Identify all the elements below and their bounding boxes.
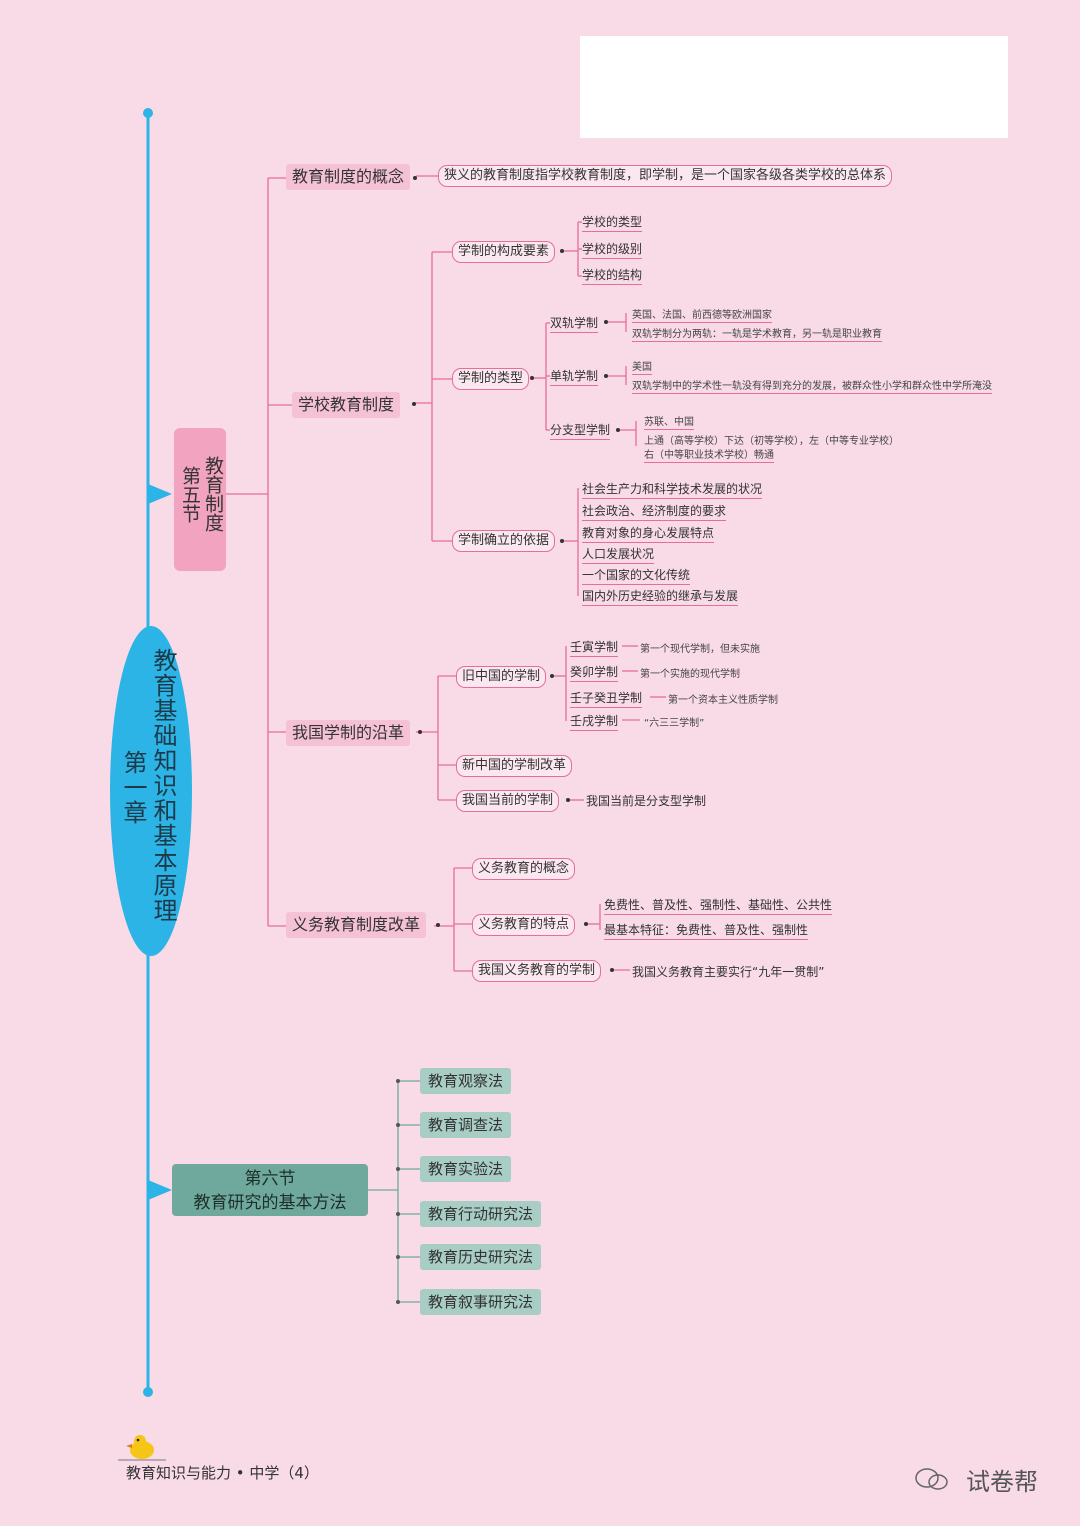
method-item: 教育实验法 <box>420 1156 512 1182</box>
compulsory-system-node: 我国义务教育的学制 <box>472 960 602 982</box>
single-track-node: 单轨学制 <box>550 367 599 386</box>
basis-item: 社会政治、经济制度的要求 <box>582 502 727 521</box>
elements-node: 学制的构成要素 <box>452 241 556 263</box>
blank-panel <box>580 36 1008 138</box>
old-system-name: 壬子癸丑学制 <box>570 689 643 708</box>
footer-text: 教育知识与能力 • 中学（4） <box>126 1464 319 1482</box>
current-system-desc: 我国当前是分支型学制 <box>586 794 707 808</box>
basis-item: 一个国家的文化传统 <box>582 566 691 585</box>
chapter-number: 第一章 <box>119 750 147 825</box>
watermark-text: 试卷帮 <box>966 1468 1038 1496</box>
types-node: 学制的类型 <box>452 368 530 390</box>
chapter-title: 教育基础知识和基本原理 <box>149 648 177 923</box>
school-system-node: 学校教育制度 <box>292 392 401 418</box>
old-system-name: 壬戌学制 <box>570 712 619 731</box>
method-item: 教育行动研究法 <box>420 1201 542 1227</box>
branch-type-item: 苏联、中国 <box>644 413 694 430</box>
feature-item: 最基本特征：免费性、普及性、强制性 <box>604 921 809 940</box>
current-system-node: 我国当前的学制 <box>456 790 560 812</box>
compulsory-concept-node: 义务教育的概念 <box>472 858 576 880</box>
section5-number: 第五节 <box>179 466 201 523</box>
basis-item: 教育对象的身心发展特点 <box>582 524 715 543</box>
section6-title: 教育研究的基本方法 <box>193 1193 347 1213</box>
element-item: 学校的类型 <box>582 213 643 232</box>
old-system-desc: 第一个现代学制，但未实施 <box>640 644 760 655</box>
new-china-node: 新中国的学制改革 <box>456 755 573 777</box>
dual-track-node: 双轨学制 <box>550 314 599 333</box>
basis-item: 国内外历史经验的继承与发展 <box>582 587 739 606</box>
branch-type-item: 上通（高等学校）下达（初等学校），左（中等专业学校） <box>644 436 899 447</box>
element-item: 学校的结构 <box>582 266 643 285</box>
dual-track-item: 英国、法国、前西德等欧洲国家 <box>632 306 772 323</box>
evolution-node: 我国学制的沿革 <box>286 720 411 746</box>
old-system-desc: 第一个实施的现代学制 <box>640 669 740 680</box>
concept-definition: 狭义的教育制度指学校教育制度，即学制，是一个国家各级各类学校的总体系 <box>438 165 893 187</box>
wechat-icon <box>915 1468 948 1490</box>
basis-node: 学制确立的依据 <box>452 530 556 552</box>
compulsory-system-desc: 我国义务教育主要实行“九年一贯制” <box>632 965 825 979</box>
method-item: 教育调查法 <box>420 1112 512 1138</box>
duck-logo-icon <box>118 1435 166 1461</box>
section5-title: 教育制度 <box>202 456 224 532</box>
concept-node: 教育制度的概念 <box>286 164 411 190</box>
single-track-item: 美国 <box>632 358 652 375</box>
basis-item: 社会生产力和科学技术发展的状况 <box>582 480 763 499</box>
single-track-item: 双轨学制中的学术性一轨没有得到充分的发展，被群众性小学和群众性中学所淹没 <box>632 377 992 394</box>
section6-node: 第六节 教育研究的基本方法 <box>172 1164 368 1216</box>
old-system-desc: “六三三学制” <box>644 718 705 729</box>
branch-type-node: 分支型学制 <box>550 421 611 440</box>
method-item: 教育观察法 <box>420 1068 512 1094</box>
old-system-name: 壬寅学制 <box>570 638 619 657</box>
compulsory-features-node: 义务教育的特点 <box>472 914 576 936</box>
branch-type-item: 右（中等职业技术学校）畅通 <box>644 446 774 463</box>
old-china-node: 旧中国的学制 <box>456 666 547 688</box>
chapter-node: 第一章 教育基础知识和基本原理 <box>110 626 192 956</box>
section6-number: 第六节 <box>244 1169 296 1189</box>
old-system-name: 癸卯学制 <box>570 663 619 682</box>
old-system-desc: 第一个资本主义性质学制 <box>668 695 778 706</box>
basis-item: 人口发展状况 <box>582 545 655 564</box>
method-item: 教育叙事研究法 <box>420 1289 542 1315</box>
compulsory-node: 义务教育制度改革 <box>286 912 427 938</box>
watermark: 试卷帮 <box>915 1462 1038 1497</box>
section5-node: 第五节 教育制度 <box>174 428 226 571</box>
dual-track-item: 双轨学制分为两轨：一轨是学术教育，另一轨是职业教育 <box>632 325 882 342</box>
method-item: 教育历史研究法 <box>420 1244 542 1270</box>
element-item: 学校的级别 <box>582 240 643 259</box>
feature-item: 免费性、普及性、强制性、基础性、公共性 <box>604 896 833 915</box>
